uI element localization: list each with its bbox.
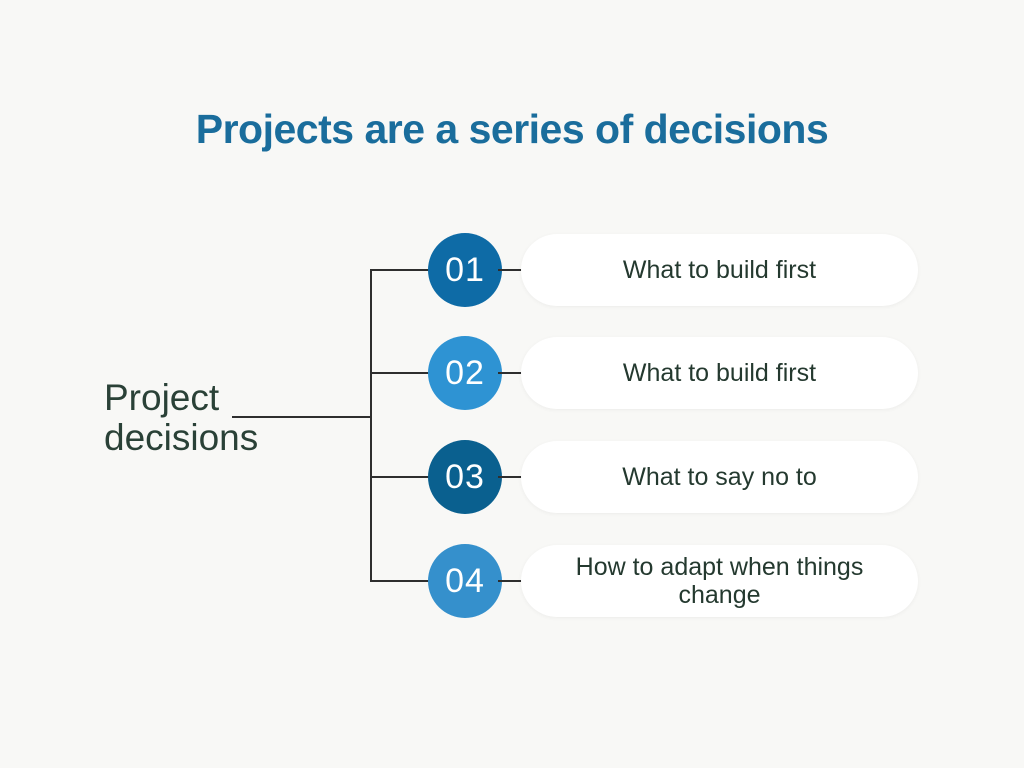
branch-line — [370, 476, 430, 478]
circle-to-pill-line — [498, 372, 526, 374]
decision-label: What to say no to — [622, 463, 817, 491]
branch-line — [370, 372, 430, 374]
step-number-circle: 04 — [428, 544, 502, 618]
circle-to-pill-line — [498, 269, 526, 271]
decision-pill: What to build first — [521, 337, 918, 409]
branch-line — [370, 269, 430, 271]
decision-pill: How to adapt when things change — [521, 545, 918, 617]
decision-label: How to adapt when things change — [575, 553, 864, 609]
circle-to-pill-line — [498, 476, 526, 478]
decision-label: What to build first — [622, 359, 817, 387]
root-connector-line — [232, 416, 372, 418]
step-number: 01 — [445, 250, 485, 289]
step-number: 04 — [445, 561, 485, 600]
decision-pill: What to say no to — [521, 441, 918, 513]
branch-line — [370, 580, 430, 582]
circle-to-pill-line — [498, 580, 526, 582]
root-node-label: Project decisions — [104, 377, 259, 458]
page-title: Projects are a series of decisions — [195, 106, 829, 152]
step-number-circle: 03 — [428, 440, 502, 514]
tree-vertical-line — [370, 269, 372, 582]
decision-pill: What to build first — [521, 234, 918, 306]
step-number: 03 — [445, 457, 485, 496]
step-number-circle: 01 — [428, 233, 502, 307]
decision-label: What to build first — [622, 256, 817, 284]
step-number: 02 — [445, 353, 485, 392]
step-number-circle: 02 — [428, 336, 502, 410]
